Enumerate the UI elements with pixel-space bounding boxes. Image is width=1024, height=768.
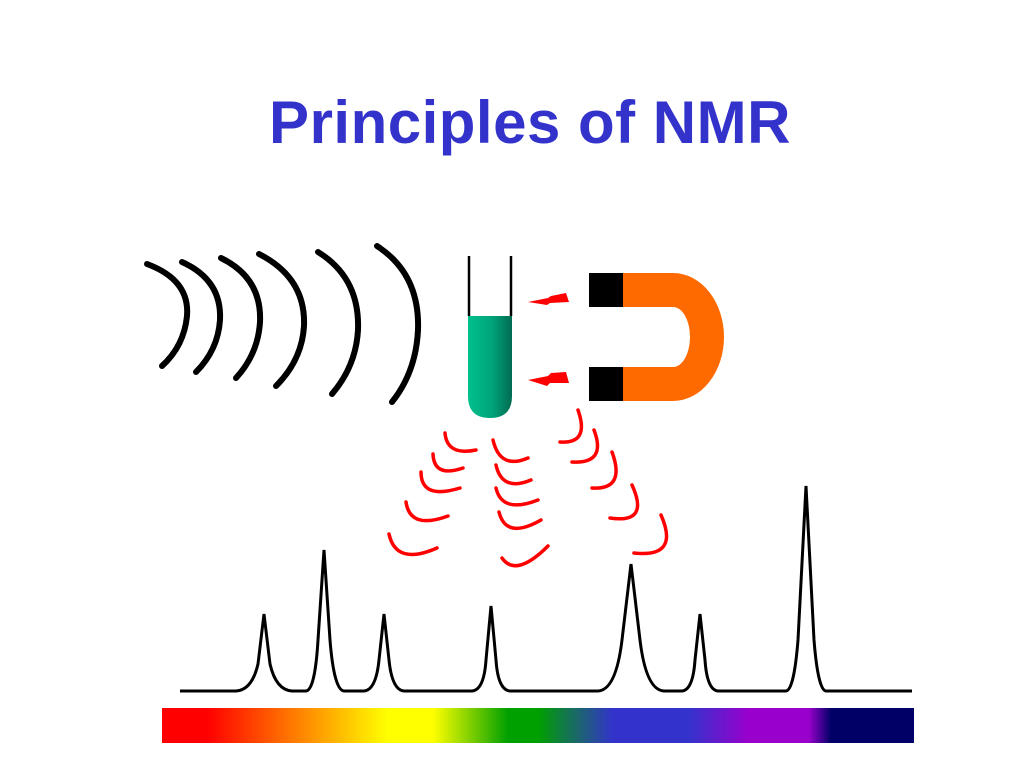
horseshoe-magnet-icon: [589, 273, 724, 401]
magnetic-field-sparks-icon: [528, 293, 569, 386]
radio-wave-2: [179, 259, 224, 375]
magnet-pole-lower: [589, 367, 623, 401]
radio-wave-4: [256, 251, 308, 389]
radio-waves-icon: [144, 243, 422, 405]
spark-upper: [528, 293, 569, 305]
color-spectrum-band: [162, 708, 914, 743]
slide-title: Principles of NMR: [269, 89, 791, 156]
nmr-spectrum-trace: [180, 485, 912, 693]
radio-wave-1: [144, 261, 191, 369]
signal-emission-icon: [387, 408, 669, 568]
radio-wave-6: [374, 243, 422, 405]
radio-wave-5: [315, 249, 362, 397]
spark-lower: [528, 372, 569, 386]
sample-tube-icon: [467, 256, 513, 418]
radio-wave-3: [218, 255, 264, 381]
magnet-pole-upper: [589, 273, 623, 307]
